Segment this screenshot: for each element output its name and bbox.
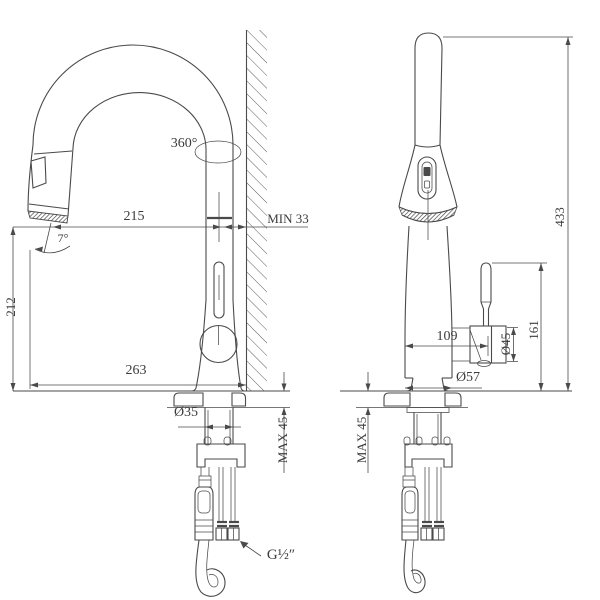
dim-shank-diameter-label: Ø35 bbox=[173, 405, 199, 420]
dim-spout-height-label: 212 bbox=[3, 297, 18, 317]
dim-spray-angle-label: 7° bbox=[57, 231, 69, 245]
countertop-left bbox=[13, 390, 290, 408]
dim-total-height-label: 433 bbox=[552, 207, 567, 227]
side-handle-slot bbox=[213, 261, 225, 319]
thread-size-label: G½″ bbox=[266, 547, 296, 563]
mounting-bracket-left bbox=[196, 443, 246, 468]
dim-handle-height-label: 161 bbox=[526, 320, 541, 340]
dim-min-wall-label: MIN 33 bbox=[267, 211, 309, 226]
dim-max-deck-left-label: MAX 45 bbox=[275, 416, 290, 464]
spout-outlet bbox=[477, 360, 491, 367]
front-column bbox=[414, 32, 443, 146]
side-view bbox=[10, 30, 308, 597]
nozzle-face bbox=[27, 210, 69, 224]
handle-lever bbox=[480, 262, 492, 326]
countertop-right bbox=[340, 390, 572, 408]
mounting-bracket-right bbox=[404, 443, 453, 468]
hose-weight-left bbox=[194, 486, 214, 541]
handle-cylinder bbox=[469, 325, 507, 364]
dim-rotation-label: 360° bbox=[170, 136, 198, 151]
spray-head bbox=[27, 144, 74, 224]
hose-weight-right bbox=[401, 486, 419, 541]
dim-handle-diameter-label: Ø45 bbox=[498, 332, 513, 356]
handle bbox=[452, 262, 507, 367]
body-ring bbox=[199, 324, 238, 364]
spout-outer-arc bbox=[32, 44, 234, 146]
dim-max-deck-right-label: MAX 45 bbox=[354, 416, 369, 464]
front-view bbox=[340, 32, 573, 594]
hoses-left bbox=[194, 467, 262, 597]
dim-handle-offset-label: 109 bbox=[436, 329, 458, 344]
spray-button bbox=[30, 156, 47, 189]
rotation-ellipse bbox=[194, 140, 242, 164]
angle-annotation bbox=[34, 222, 71, 254]
dim-spout-reach-label: 215 bbox=[123, 209, 145, 224]
dimensions-right bbox=[365, 36, 573, 473]
front-spray-button bbox=[417, 156, 437, 200]
spout-inner-arc bbox=[72, 91, 207, 153]
front-spray-head bbox=[398, 144, 458, 223]
dim-total-reach-label: 263 bbox=[125, 363, 147, 378]
wall-section bbox=[245, 30, 267, 391]
hoses-right bbox=[401, 467, 445, 594]
shank-left bbox=[196, 407, 246, 468]
dim-body-diameter-label: Ø57 bbox=[455, 370, 481, 385]
dimensions-left bbox=[10, 224, 308, 473]
shank-right bbox=[403, 407, 453, 468]
